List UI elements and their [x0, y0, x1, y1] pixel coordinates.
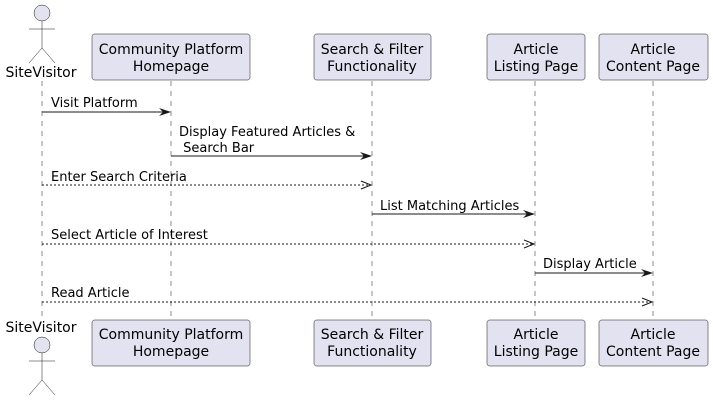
- actor-icon: [28, 336, 56, 396]
- open-arrowhead-icon: [641, 297, 654, 307]
- message-label: Select Article of Interest: [51, 228, 208, 243]
- message-label-line2: Search Bar: [179, 141, 255, 156]
- message-label: Enter Search Criteria: [51, 170, 187, 185]
- arrowhead-icon: [360, 152, 372, 160]
- participant-search-filter-functionality-top: Search & Filter Functionality: [313, 33, 432, 81]
- message-display-featured-articles: Display Featured Articles & Search Bar: [171, 125, 372, 160]
- participant-box: [486, 33, 586, 81]
- actor-label: SiteVisitor: [5, 320, 76, 336]
- participant-box: [486, 319, 586, 367]
- participant-article-listing-page-bottom: Article Listing Page: [486, 319, 586, 367]
- participant-box: [598, 33, 709, 81]
- message-visit-platform: Visit Platform: [42, 96, 171, 116]
- message-display-article: Display Article: [535, 257, 653, 277]
- participant-label-line1: Search & Filter: [321, 327, 424, 343]
- participant-label-line2: Homepage: [133, 344, 209, 360]
- message-label-line1: Display Featured Articles &: [179, 125, 355, 140]
- participant-search-filter-functionality-bottom: Search & Filter Functionality: [313, 319, 432, 367]
- participant-box: [313, 33, 432, 81]
- message-label: List Matching Articles: [380, 199, 519, 214]
- participant-community-platform-homepage-top: Community Platform Homepage: [91, 33, 251, 81]
- message-enter-search-criteria: Enter Search Criteria: [42, 170, 373, 190]
- participant-label-line2: Listing Page: [494, 344, 578, 360]
- arrowhead-icon: [641, 269, 653, 277]
- participant-box: [91, 33, 251, 81]
- participant-label-line1: Article: [631, 327, 676, 343]
- participant-label-line1: Search & Filter: [321, 42, 424, 58]
- participant-label-line2: Content Page: [606, 59, 700, 75]
- participant-community-platform-homepage-bottom: Community Platform Homepage: [91, 319, 251, 367]
- message-read-article: Read Article: [42, 286, 654, 307]
- lifelines: [41, 81, 654, 320]
- open-arrowhead-icon: [360, 180, 373, 190]
- arrowhead-icon: [523, 210, 535, 218]
- participant-box: [598, 319, 709, 367]
- participant-box: [91, 319, 251, 367]
- participant-label-line2: Listing Page: [494, 59, 578, 75]
- open-arrowhead-icon: [523, 239, 536, 249]
- participant-label-line1: Article: [631, 42, 676, 58]
- participant-label-line1: Community Platform: [99, 327, 244, 343]
- actor-icon: [28, 4, 56, 64]
- actor-label: SiteVisitor: [5, 65, 76, 81]
- message-label: Visit Platform: [51, 96, 138, 111]
- participant-article-content-page-bottom: Article Content Page: [598, 319, 709, 367]
- message-label: Read Article: [51, 286, 130, 301]
- participant-label-line2: Functionality: [327, 59, 417, 75]
- participant-label-line2: Functionality: [327, 344, 417, 360]
- participant-label-line2: Content Page: [606, 344, 700, 360]
- participant-label-line2: Homepage: [133, 59, 209, 75]
- message-select-article-of-interest: Select Article of Interest: [42, 228, 536, 249]
- actor-sitevisitor-top: SiteVisitor: [5, 4, 77, 81]
- participant-box: [313, 319, 432, 367]
- participant-label-line1: Article: [514, 42, 559, 58]
- actor-sitevisitor-bottom: SiteVisitor: [5, 320, 77, 396]
- participant-article-listing-page-top: Article Listing Page: [486, 33, 586, 81]
- message-list-matching-articles: List Matching Articles: [372, 199, 535, 218]
- arrowhead-icon: [159, 108, 171, 116]
- participant-label-line1: Article: [514, 327, 559, 343]
- participant-label-line1: Community Platform: [99, 42, 244, 58]
- participant-article-content-page-top: Article Content Page: [598, 33, 709, 81]
- message-label: Display Article: [543, 257, 637, 272]
